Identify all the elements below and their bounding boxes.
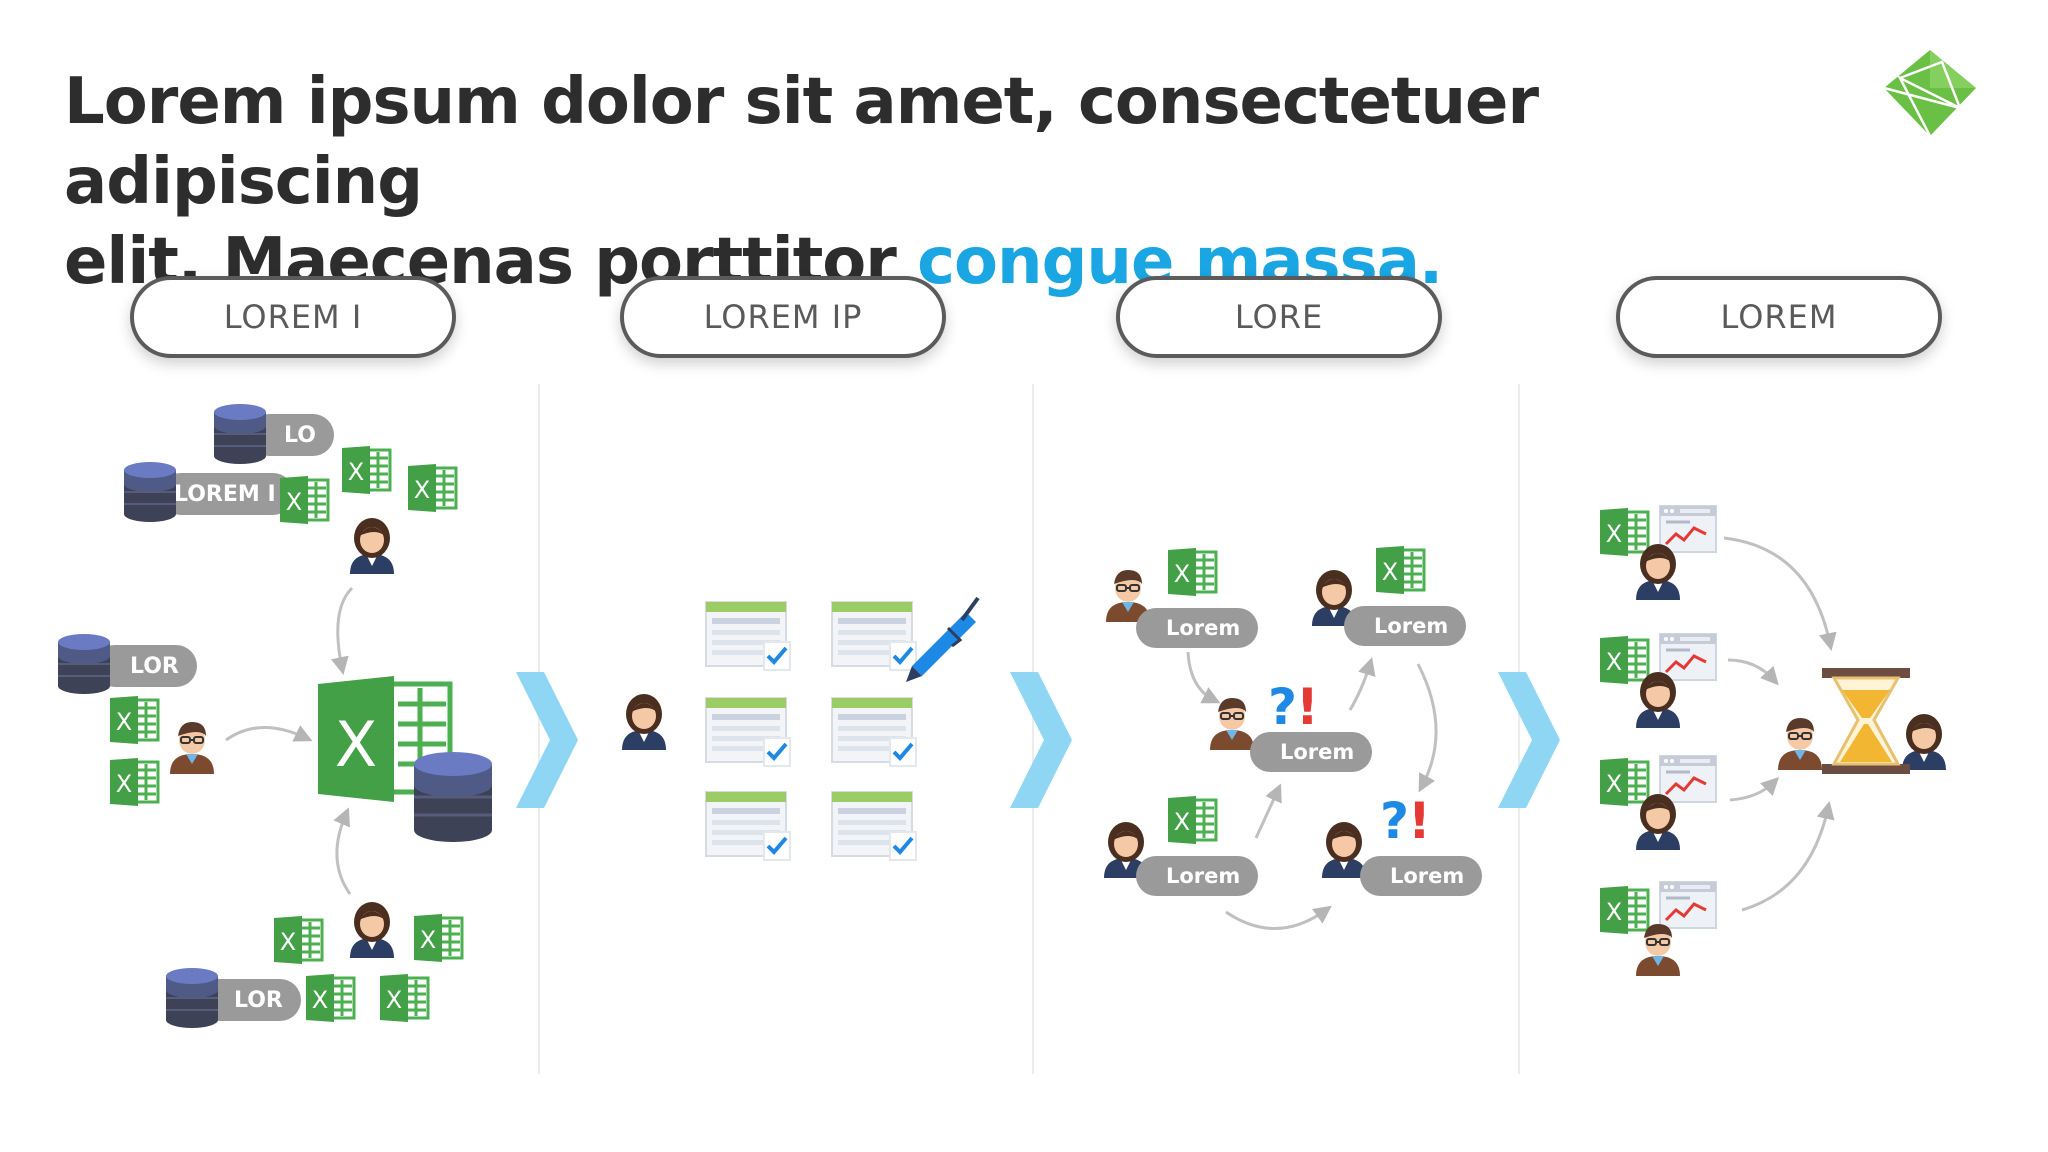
- stage-pill-4[interactable]: LOREM: [1616, 276, 1942, 358]
- svg-text:?: ?: [1268, 678, 1297, 736]
- hourglass-icon: [1822, 668, 1910, 774]
- title-line-1: Lorem ipsum dolor sit amet, consectetuer…: [64, 65, 1539, 219]
- chevron-right-icon: [1498, 672, 1560, 808]
- chevron-right-icon: [516, 672, 578, 808]
- chevron-right-icon: [1010, 672, 1072, 808]
- db-tag: LOREM I: [160, 473, 294, 515]
- person-tag: Lorem: [1360, 856, 1483, 896]
- column-divider: [1032, 384, 1034, 1074]
- question-exclamation-icon: ? !: [1380, 792, 1431, 850]
- person-tag: Lorem: [1250, 732, 1373, 772]
- page-title: Lorem ipsum dolor sit amet, consectetuer…: [64, 62, 1764, 302]
- person-tag: Lorem: [1344, 606, 1467, 646]
- column-divider: [538, 384, 540, 1074]
- pen-icon: [906, 596, 980, 682]
- stage-pill-2[interactable]: LOREM IP: [620, 276, 946, 358]
- stage-pill-1[interactable]: LOREM I: [130, 276, 456, 358]
- column-divider: [1518, 384, 1520, 1074]
- logo-icon: [1883, 50, 1976, 137]
- stage-pill-3[interactable]: LORE: [1116, 276, 1442, 358]
- svg-text:X: X: [335, 708, 377, 781]
- person-tag: Lorem: [1136, 856, 1259, 896]
- svg-text:!: !: [1408, 792, 1431, 850]
- svg-text:?: ?: [1380, 792, 1409, 850]
- svg-text:!: !: [1296, 678, 1319, 736]
- person-tag: Lorem: [1136, 608, 1259, 648]
- question-exclamation-icon: ? !: [1268, 678, 1319, 736]
- db-tag: LOR: [94, 645, 197, 687]
